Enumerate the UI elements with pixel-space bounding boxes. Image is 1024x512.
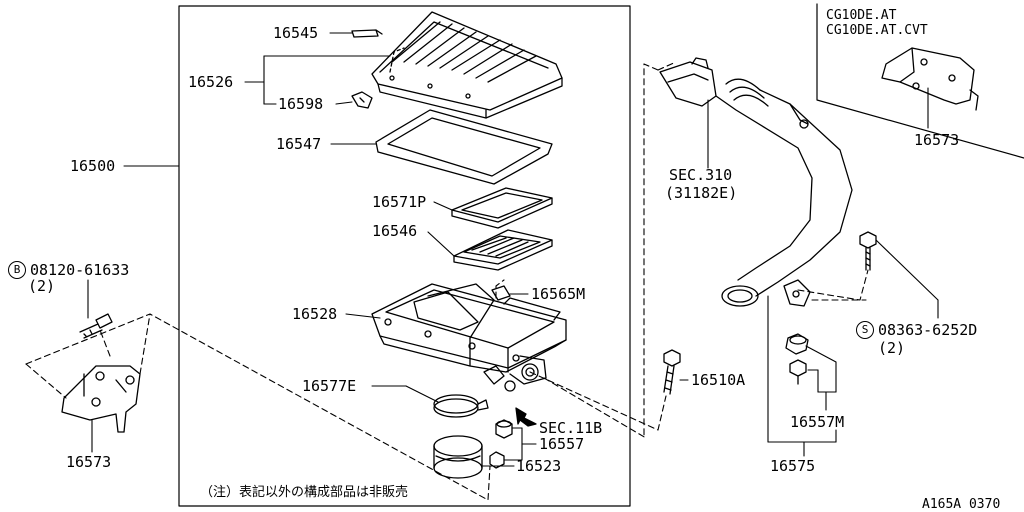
variant-inset-frame [816,3,1024,159]
part-label-16565m: 16565M [531,285,586,303]
clamp-16577e-drawing [433,394,489,418]
gasket-16547-drawing [375,109,553,185]
grommet-16557m-drawing [785,333,809,385]
part-label-16547: 16547 [276,135,322,153]
screw-s-part-number: 08363-6252D [878,321,978,339]
bracket-16573-left-drawing [61,365,141,433]
part-label-16575: 16575 [770,457,816,475]
sec310-sublabel: (31182E) [665,184,738,202]
bolt-b-quantity: (2) [28,277,56,295]
clip-16565m-drawing [491,285,511,301]
grommet-16557-drawing [489,419,513,469]
lower-case-16528-drawing [371,283,567,392]
part-label-16598: 16598 [278,95,324,113]
part-label-16546: 16546 [372,222,418,240]
filter-16571p-drawing [451,187,553,229]
sec11b-label: SEC.11B [539,419,603,437]
diagram-id: A165A 0370 [922,497,1001,512]
part-label-16523: 16523 [516,457,562,475]
hose-16523-drawing [433,435,483,479]
bolt-b-symbol: B [8,261,26,279]
bolt-08120-drawing [79,313,113,339]
sec310-label: SEC.310 [669,166,733,184]
assembly-frame [178,5,631,507]
variant-label-1: CG10DE.AT [826,8,897,23]
leader-lines [87,32,939,467]
part-label-16573-left: 16573 [66,453,112,471]
bolt-b-part-number: 08120-61633 [30,261,130,279]
screw-s-symbol: S [856,321,874,339]
part-label-16528: 16528 [292,305,338,323]
part-label-16500: 16500 [70,157,116,175]
part-label-16577e: 16577E [302,377,357,395]
dashed-assembly-lines [25,61,869,501]
sec11b-arrow [515,407,537,427]
clip-16545-drawing [351,29,383,38]
air-duct-16575-drawing [659,57,853,307]
bolt-16510a-drawing [663,349,681,395]
part-label-16545: 16545 [273,24,319,42]
part-label-16571p: 16571P [372,193,427,211]
part-label-16573-right: 16573 [914,131,960,149]
variant-label-2: CG10DE.AT.CVT [826,23,928,38]
part-label-16557m: 16557M [790,413,845,431]
screw-s-quantity: (2) [878,339,906,357]
upper-cover-16526-drawing [371,11,563,119]
part-label-16526: 16526 [188,73,234,91]
screw-08363-drawing [859,231,877,271]
clip-16598-drawing [351,91,373,109]
filter-16546-drawing [453,229,553,271]
sales-note: （注）表記以外の構成部品は非販売 [200,485,409,500]
bracket-16573-right-drawing [881,47,979,111]
part-label-16557: 16557 [539,435,585,453]
part-label-16510a: 16510A [691,371,746,389]
